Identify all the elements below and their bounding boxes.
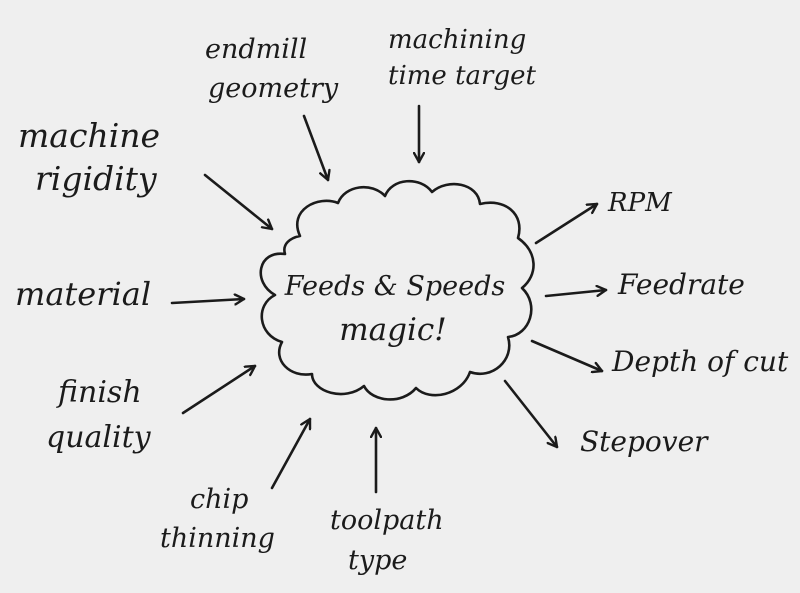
- label-rpm: RPM: [607, 188, 673, 218]
- cloud-subtitle: magic!: [339, 312, 446, 348]
- arrow-feedrate: [544, 290, 608, 298]
- label-type: type: [348, 545, 407, 576]
- label-toolpath: toolpath: [330, 505, 444, 536]
- arrow-endmill-geometry: [302, 114, 328, 182]
- label-time-target: time target: [388, 61, 536, 91]
- arrow-rpm: [534, 202, 599, 245]
- cloud-shape: [259, 179, 535, 401]
- label-material: material: [15, 275, 151, 313]
- arrow-finish-quality: [181, 364, 257, 415]
- arrow-chip-thinning: [270, 417, 312, 490]
- label-rigidity: rigidity: [35, 159, 157, 198]
- label-machine: machine: [18, 116, 160, 155]
- arrow-stepover: [503, 379, 559, 449]
- label-quality: quality: [46, 420, 152, 455]
- label-depth-of-cut: Depth of cut: [611, 345, 789, 378]
- label-stepover: Stepover: [580, 425, 709, 458]
- label-feedrate: Feedrate: [617, 268, 745, 301]
- cloud-title: Feeds & Speeds: [284, 271, 505, 302]
- arrow-material: [170, 299, 246, 303]
- label-thinning: thinning: [160, 523, 275, 554]
- arrow-machine-rigidity: [203, 173, 274, 231]
- label-endmill: endmill: [205, 34, 307, 65]
- label-finish: finish: [56, 375, 142, 410]
- label-geometry: geometry: [208, 73, 339, 104]
- arrow-depth-of-cut: [530, 339, 604, 371]
- label-machining: machining: [388, 25, 526, 55]
- label-chip: chip: [190, 484, 248, 515]
